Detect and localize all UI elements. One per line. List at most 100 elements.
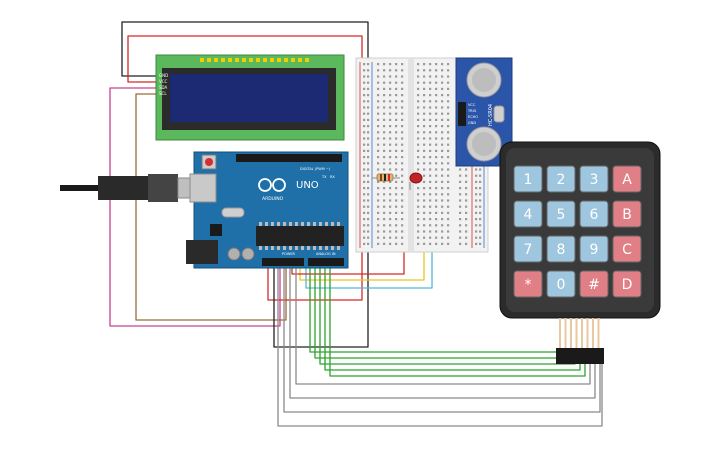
- breadboard-hole: [377, 218, 380, 221]
- lcd-pin: [242, 58, 246, 62]
- breadboard-hole: [417, 75, 420, 78]
- breadboard-hole: [367, 193, 370, 196]
- breadboard-hole: [429, 125, 432, 128]
- arduino-uno[interactable]: UNO ARDUINO DIGITAL (PWM ~) TX RX POWER …: [186, 151, 349, 269]
- breadboard-hole: [377, 180, 380, 183]
- breadboard-hole: [447, 106, 450, 109]
- resistor[interactable]: [372, 173, 400, 182]
- keypad-key-d[interactable]: D: [612, 270, 642, 298]
- breadboard-hole: [401, 87, 404, 90]
- red-led[interactable]: [409, 172, 423, 190]
- keypad-key-2[interactable]: 2: [546, 165, 576, 193]
- ultrasonic-sensor[interactable]: VCC TRIG ECHO GND HC-SR04: [455, 57, 513, 167]
- breadboard-hole: [363, 180, 366, 183]
- breadboard-hole: [383, 131, 386, 134]
- breadboard-hole: [389, 224, 392, 227]
- breadboard-hole: [459, 205, 462, 208]
- breadboard-hole: [423, 174, 426, 177]
- breadboard-hole: [377, 87, 380, 90]
- breadboard-hole: [435, 125, 438, 128]
- lcd-pin: [298, 58, 302, 62]
- breadboard-hole: [395, 69, 398, 72]
- lcd-pin-scl: SCL: [159, 91, 167, 96]
- lcd-module[interactable]: GND VCC SDA SCL: [155, 54, 345, 141]
- breadboard-hole: [389, 94, 392, 97]
- breadboard-hole: [417, 236, 420, 239]
- label-tx: TX: [321, 175, 327, 179]
- breadboard-hole: [367, 162, 370, 165]
- breadboard-hole: [367, 242, 370, 245]
- keypad-key-a[interactable]: A: [612, 165, 642, 193]
- breadboard-hole: [395, 81, 398, 84]
- breadboard-hole: [389, 193, 392, 196]
- lcd-pin: [270, 58, 274, 62]
- chip-pin: [301, 222, 304, 226]
- breadboard-hole: [423, 218, 426, 221]
- arduino-power-jack: [186, 240, 218, 264]
- breadboard-hole: [417, 242, 420, 245]
- usb-cable[interactable]: [60, 174, 201, 202]
- breadboard-hole: [429, 156, 432, 159]
- keypad-key-9[interactable]: 9: [579, 235, 609, 263]
- breadboard-hole: [435, 143, 438, 146]
- breadboard-hole: [441, 174, 444, 177]
- keypad-key-3[interactable]: 3: [579, 165, 609, 193]
- breadboard-hole: [417, 112, 420, 115]
- keypad-key-7[interactable]: 7: [513, 235, 543, 263]
- keypad-key-0[interactable]: 0: [546, 270, 576, 298]
- breadboard-hole: [363, 162, 366, 165]
- breadboard-hole: [377, 224, 380, 227]
- keypad-key-1[interactable]: 1: [513, 165, 543, 193]
- breadboard-hole: [389, 205, 392, 208]
- breadboard-hole: [475, 193, 478, 196]
- breadboard-hole: [389, 118, 392, 121]
- keypad-key-5[interactable]: 5: [546, 200, 576, 228]
- keypad-key-4[interactable]: 4: [513, 200, 543, 228]
- breadboard-hole: [429, 211, 432, 214]
- breadboard-hole: [447, 69, 450, 72]
- breadboard-hole: [447, 205, 450, 208]
- keypad-key-hash[interactable]: #: [579, 270, 609, 298]
- chip-pin: [283, 246, 286, 250]
- breadboard-hole: [367, 224, 370, 227]
- keypad-key-label: B: [622, 207, 632, 223]
- breadboard-hole: [367, 94, 370, 97]
- sensor-transducer-2: [466, 126, 502, 162]
- lcd-pin: [228, 58, 232, 62]
- breadboard-hole: [395, 143, 398, 146]
- breadboard-hole: [429, 149, 432, 152]
- breadboard-hole: [377, 205, 380, 208]
- breadboard-hole: [367, 174, 370, 177]
- wire-lcd-gnd: [121, 21, 369, 77]
- breadboard-hole: [417, 193, 420, 196]
- keypad-ribbon: [559, 318, 600, 348]
- breadboard-hole: [363, 94, 366, 97]
- keypad-key-star[interactable]: *: [513, 270, 543, 298]
- breadboard-hole: [383, 137, 386, 140]
- chip-pin: [289, 246, 292, 250]
- breadboard-hole: [435, 193, 438, 196]
- keypad-key-c[interactable]: C: [612, 235, 642, 263]
- breadboard-hole: [441, 94, 444, 97]
- breadboard-hole: [367, 81, 370, 84]
- breadboard-hole: [377, 63, 380, 66]
- keypad-key-b[interactable]: B: [612, 200, 642, 228]
- keypad-key-6[interactable]: 6: [579, 200, 609, 228]
- breadboard-hole: [417, 205, 420, 208]
- breadboard-hole: [383, 69, 386, 72]
- breadboard-hole: [389, 149, 392, 152]
- breadboard-hole: [363, 174, 366, 177]
- breadboard-center-groove: [408, 58, 414, 252]
- chip-pin: [319, 246, 322, 250]
- breadboard-hole: [447, 230, 450, 233]
- keypad-key-8[interactable]: 8: [546, 235, 576, 263]
- breadboard-hole: [447, 211, 450, 214]
- breadboard-hole: [367, 205, 370, 208]
- breadboard-hole: [367, 168, 370, 171]
- wire-lcd-vcc: [127, 35, 363, 83]
- breadboard-hole: [363, 242, 366, 245]
- breadboard-hole: [429, 236, 432, 239]
- breadboard-hole: [441, 100, 444, 103]
